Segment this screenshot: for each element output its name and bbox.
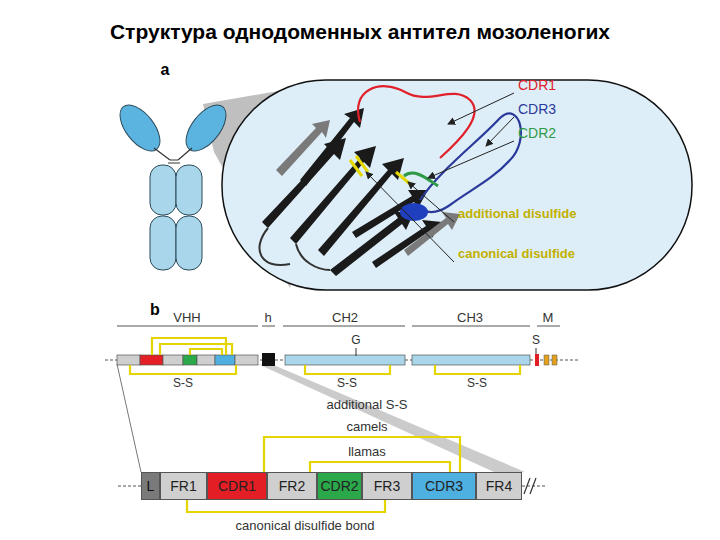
sequence-segment: FR2	[267, 472, 317, 500]
part-label: b	[150, 301, 160, 319]
sequence-segment: CDR2	[317, 472, 362, 500]
segment-label: CDR2	[320, 478, 358, 494]
part-label: CDR3	[518, 102, 556, 117]
part-label: CDR1	[518, 78, 556, 93]
segment-label: L	[147, 478, 155, 494]
sequence-segment: CDR1	[207, 472, 267, 500]
part-label: a	[161, 61, 170, 79]
sequence-segment: L	[141, 472, 160, 500]
part-label: S-S	[467, 377, 487, 390]
part-label: S	[532, 334, 540, 347]
part-label: VHH	[173, 311, 200, 325]
part-label: h	[264, 311, 271, 325]
part-label: additional disulfide	[458, 207, 576, 221]
leader-lines	[366, 93, 514, 262]
part-label: llamas	[348, 445, 386, 459]
segment-label: FR2	[279, 478, 305, 494]
sequence-segment: CDR3	[412, 472, 476, 500]
part-label: CH2	[332, 311, 358, 325]
part-label: additional S-S	[327, 398, 408, 412]
sequence-segment: FR3	[362, 472, 412, 500]
part-label: S-S	[173, 377, 193, 390]
part-label: G	[351, 334, 360, 347]
vhh-structure	[222, 80, 692, 290]
part-label: CH3	[457, 311, 483, 325]
segment-label: CDR1	[218, 478, 256, 494]
slide-title: Структура однодоменных антител мозоленог…	[0, 20, 720, 44]
gene-map	[105, 326, 580, 512]
segment-label: FR1	[170, 478, 196, 494]
part-label: camels	[346, 420, 387, 434]
segment-label: FR3	[374, 478, 400, 494]
sequence-segment: FR4	[476, 472, 522, 500]
segment-label: CDR3	[425, 478, 463, 494]
part-label: CDR2	[518, 126, 556, 141]
part-label: S-S	[337, 377, 357, 390]
part-label: M	[543, 311, 554, 325]
sequence-segment: FR1	[160, 472, 207, 500]
part-label: canonical disulfide	[458, 247, 575, 261]
part-label: canonical disulfide bond	[236, 519, 375, 533]
segment-label: FR4	[486, 478, 512, 494]
